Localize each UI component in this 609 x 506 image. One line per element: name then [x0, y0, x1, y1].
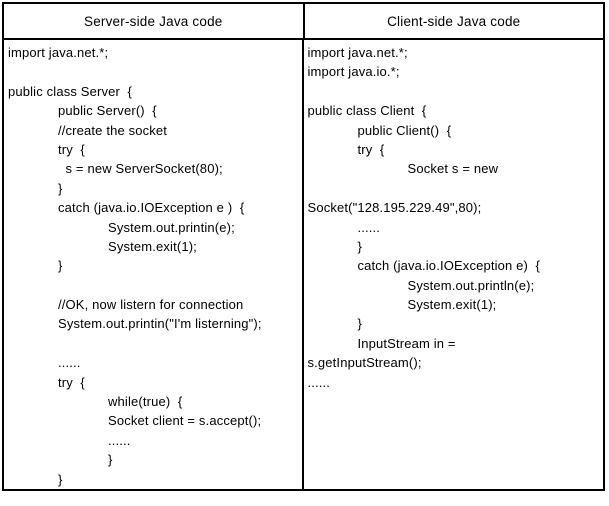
code-line: ...... [58, 355, 81, 371]
code-line: while(true) { [108, 394, 183, 410]
code-line: import java.io.*; [307, 64, 400, 80]
code-line: System.out.printin(e); [108, 219, 235, 235]
code-line: public class Server { [8, 83, 132, 99]
code-line: public Server() { [58, 103, 157, 119]
server-code-cell: import java.net.*; public class Server {… [4, 40, 304, 489]
code-line [8, 334, 300, 353]
table-body-row: import java.net.*; public class Server {… [4, 40, 603, 489]
code-line: catch (java.io.IOException e ) { [58, 200, 245, 216]
code-line: } [58, 180, 63, 196]
client-column-header: Client-side Java code [387, 13, 521, 29]
code-line: } [357, 316, 362, 332]
code-line [308, 179, 602, 198]
code-line [8, 62, 300, 81]
code-line: ...... [357, 219, 381, 235]
code-line: public class Client { [307, 103, 427, 119]
code-line: s.getInputStream(); [307, 355, 422, 371]
server-column-header: Server-side Java code [4, 4, 305, 38]
code-line: System.out.printin("I'm listerning"); [58, 316, 262, 332]
code-line: try { [58, 374, 85, 390]
table-header-row: Server-side Java code Client-side Java c… [4, 4, 603, 40]
code-comparison-table: Server-side Java code Client-side Java c… [2, 2, 605, 491]
code-line: ...... [307, 374, 331, 390]
code-line: Socket client = s.accept(); [108, 413, 262, 429]
code-line: } [108, 452, 113, 468]
code-line: import java.net.*; [307, 45, 408, 60]
code-line: Socket s = new [407, 161, 499, 177]
code-line: Socket("128.195.229.49",80); [307, 200, 482, 216]
client-code-cell: import java.net.*; import java.io.*; publ… [304, 40, 604, 489]
code-line: import java.net.*; [8, 45, 109, 60]
code-line: System.out.println(e); [407, 277, 535, 293]
code-line: } [58, 258, 63, 274]
code-line: System.exit(1); [108, 238, 197, 254]
code-line: s = new ServerSocket(80); [58, 161, 223, 177]
code-line: try { [58, 141, 85, 157]
code-line [8, 276, 300, 295]
code-line: public Client() { [357, 122, 452, 138]
code-line: try { [357, 141, 385, 157]
code-line: //OK, now listern for connection [58, 297, 244, 313]
code-line: //create the socket [58, 122, 168, 138]
code-line: } [58, 471, 63, 487]
code-line: InputStream in = [357, 335, 456, 351]
code-line: System.exit(1); [407, 297, 497, 313]
code-line: ...... [108, 432, 131, 448]
code-line: catch (java.io.IOException e) { [357, 258, 541, 274]
code-line: } [357, 238, 362, 254]
code-line [308, 82, 602, 101]
